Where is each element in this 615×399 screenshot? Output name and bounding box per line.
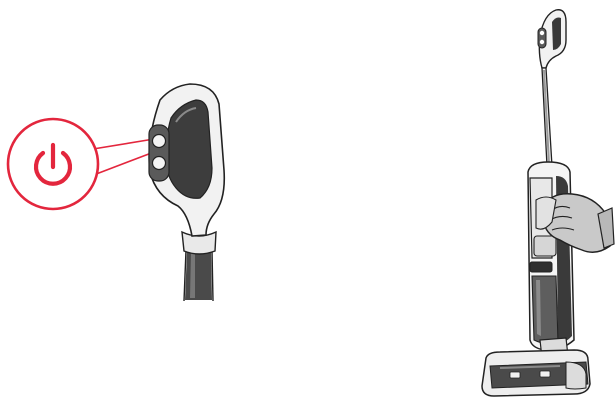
power-button-icon (151, 133, 167, 149)
callout-lines (86, 138, 155, 177)
right-panel (481, 9, 615, 397)
power-callout (6, 117, 100, 211)
mode-button-icon (151, 155, 167, 171)
hand-with-cloth (535, 193, 615, 253)
power-icon (33, 142, 73, 186)
left-panel (6, 83, 226, 302)
vacuum-handle (148, 83, 226, 302)
